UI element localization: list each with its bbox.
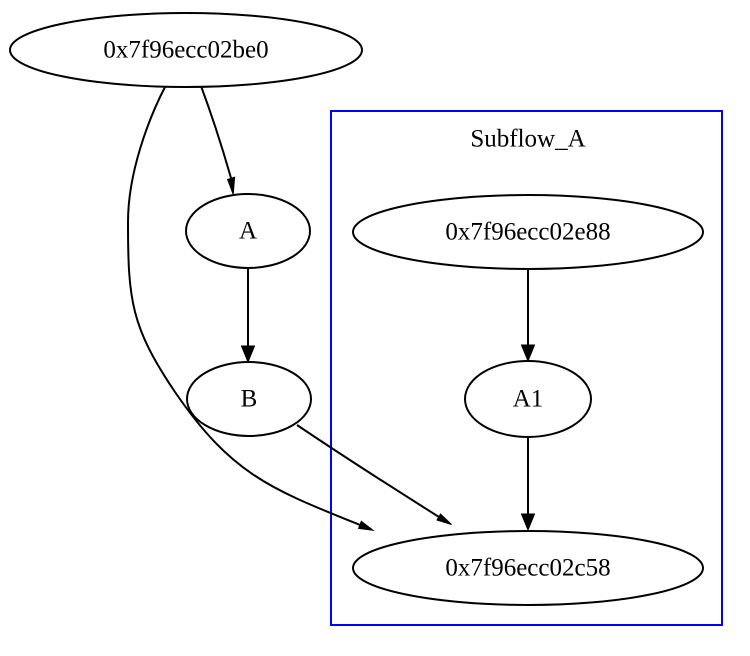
edge-root-to-a[interactable] — [200, 85, 236, 195]
edge-subhead-to-a1-arrowhead — [520, 344, 536, 363]
node-root[interactable]: 0x7f96ecc02be0 — [9, 12, 363, 88]
node-a1-label: A1 — [513, 386, 544, 413]
cluster-subflow-a-border — [330, 110, 723, 626]
edge-root-to-a-line — [200, 85, 232, 179]
node-root-ellipse — [9, 12, 363, 88]
edge-b-to-sink[interactable] — [296, 424, 452, 525]
edge-b-to-sink-arrowhead — [436, 513, 452, 525]
node-sink-label: 0x7f96ecc02c58 — [445, 555, 610, 582]
node-subflow-head-label: 0x7f96ecc02e88 — [445, 219, 610, 246]
edge-root-to-sink-arrowhead — [357, 520, 375, 532]
edge-subhead-to-a1[interactable] — [520, 269, 536, 363]
node-subflow-head[interactable]: 0x7f96ecc02e88 — [352, 194, 704, 270]
node-sink-ellipse — [352, 530, 704, 606]
edge-root-to-sink-line — [126, 86, 361, 526]
node-b-ellipse — [186, 361, 312, 437]
edge-root-to-sink[interactable] — [126, 86, 375, 532]
node-b-label: B — [241, 386, 258, 413]
cluster-subflow-a-label: Subflow_A — [470, 126, 585, 153]
edge-a-to-b[interactable] — [240, 268, 256, 364]
node-b[interactable]: B — [186, 361, 312, 437]
node-a1[interactable]: A1 — [464, 360, 592, 438]
edge-b-to-sink-line — [296, 424, 440, 518]
node-a-ellipse — [185, 193, 311, 269]
node-a1-ellipse — [464, 360, 592, 438]
cluster-subflow-a[interactable]: Subflow_A — [330, 110, 723, 626]
node-a[interactable]: A — [185, 193, 311, 269]
edge-a1-to-sink-arrowhead — [520, 513, 536, 532]
node-root-label: 0x7f96ecc02be0 — [103, 37, 268, 64]
node-a-label: A — [239, 218, 257, 245]
edge-root-to-a-arrowhead — [226, 176, 236, 195]
edge-a-to-b-arrowhead — [240, 345, 256, 364]
node-sink[interactable]: 0x7f96ecc02c58 — [352, 530, 704, 606]
edge-a1-to-sink[interactable] — [520, 437, 536, 532]
node-subflow-head-ellipse — [352, 194, 704, 270]
